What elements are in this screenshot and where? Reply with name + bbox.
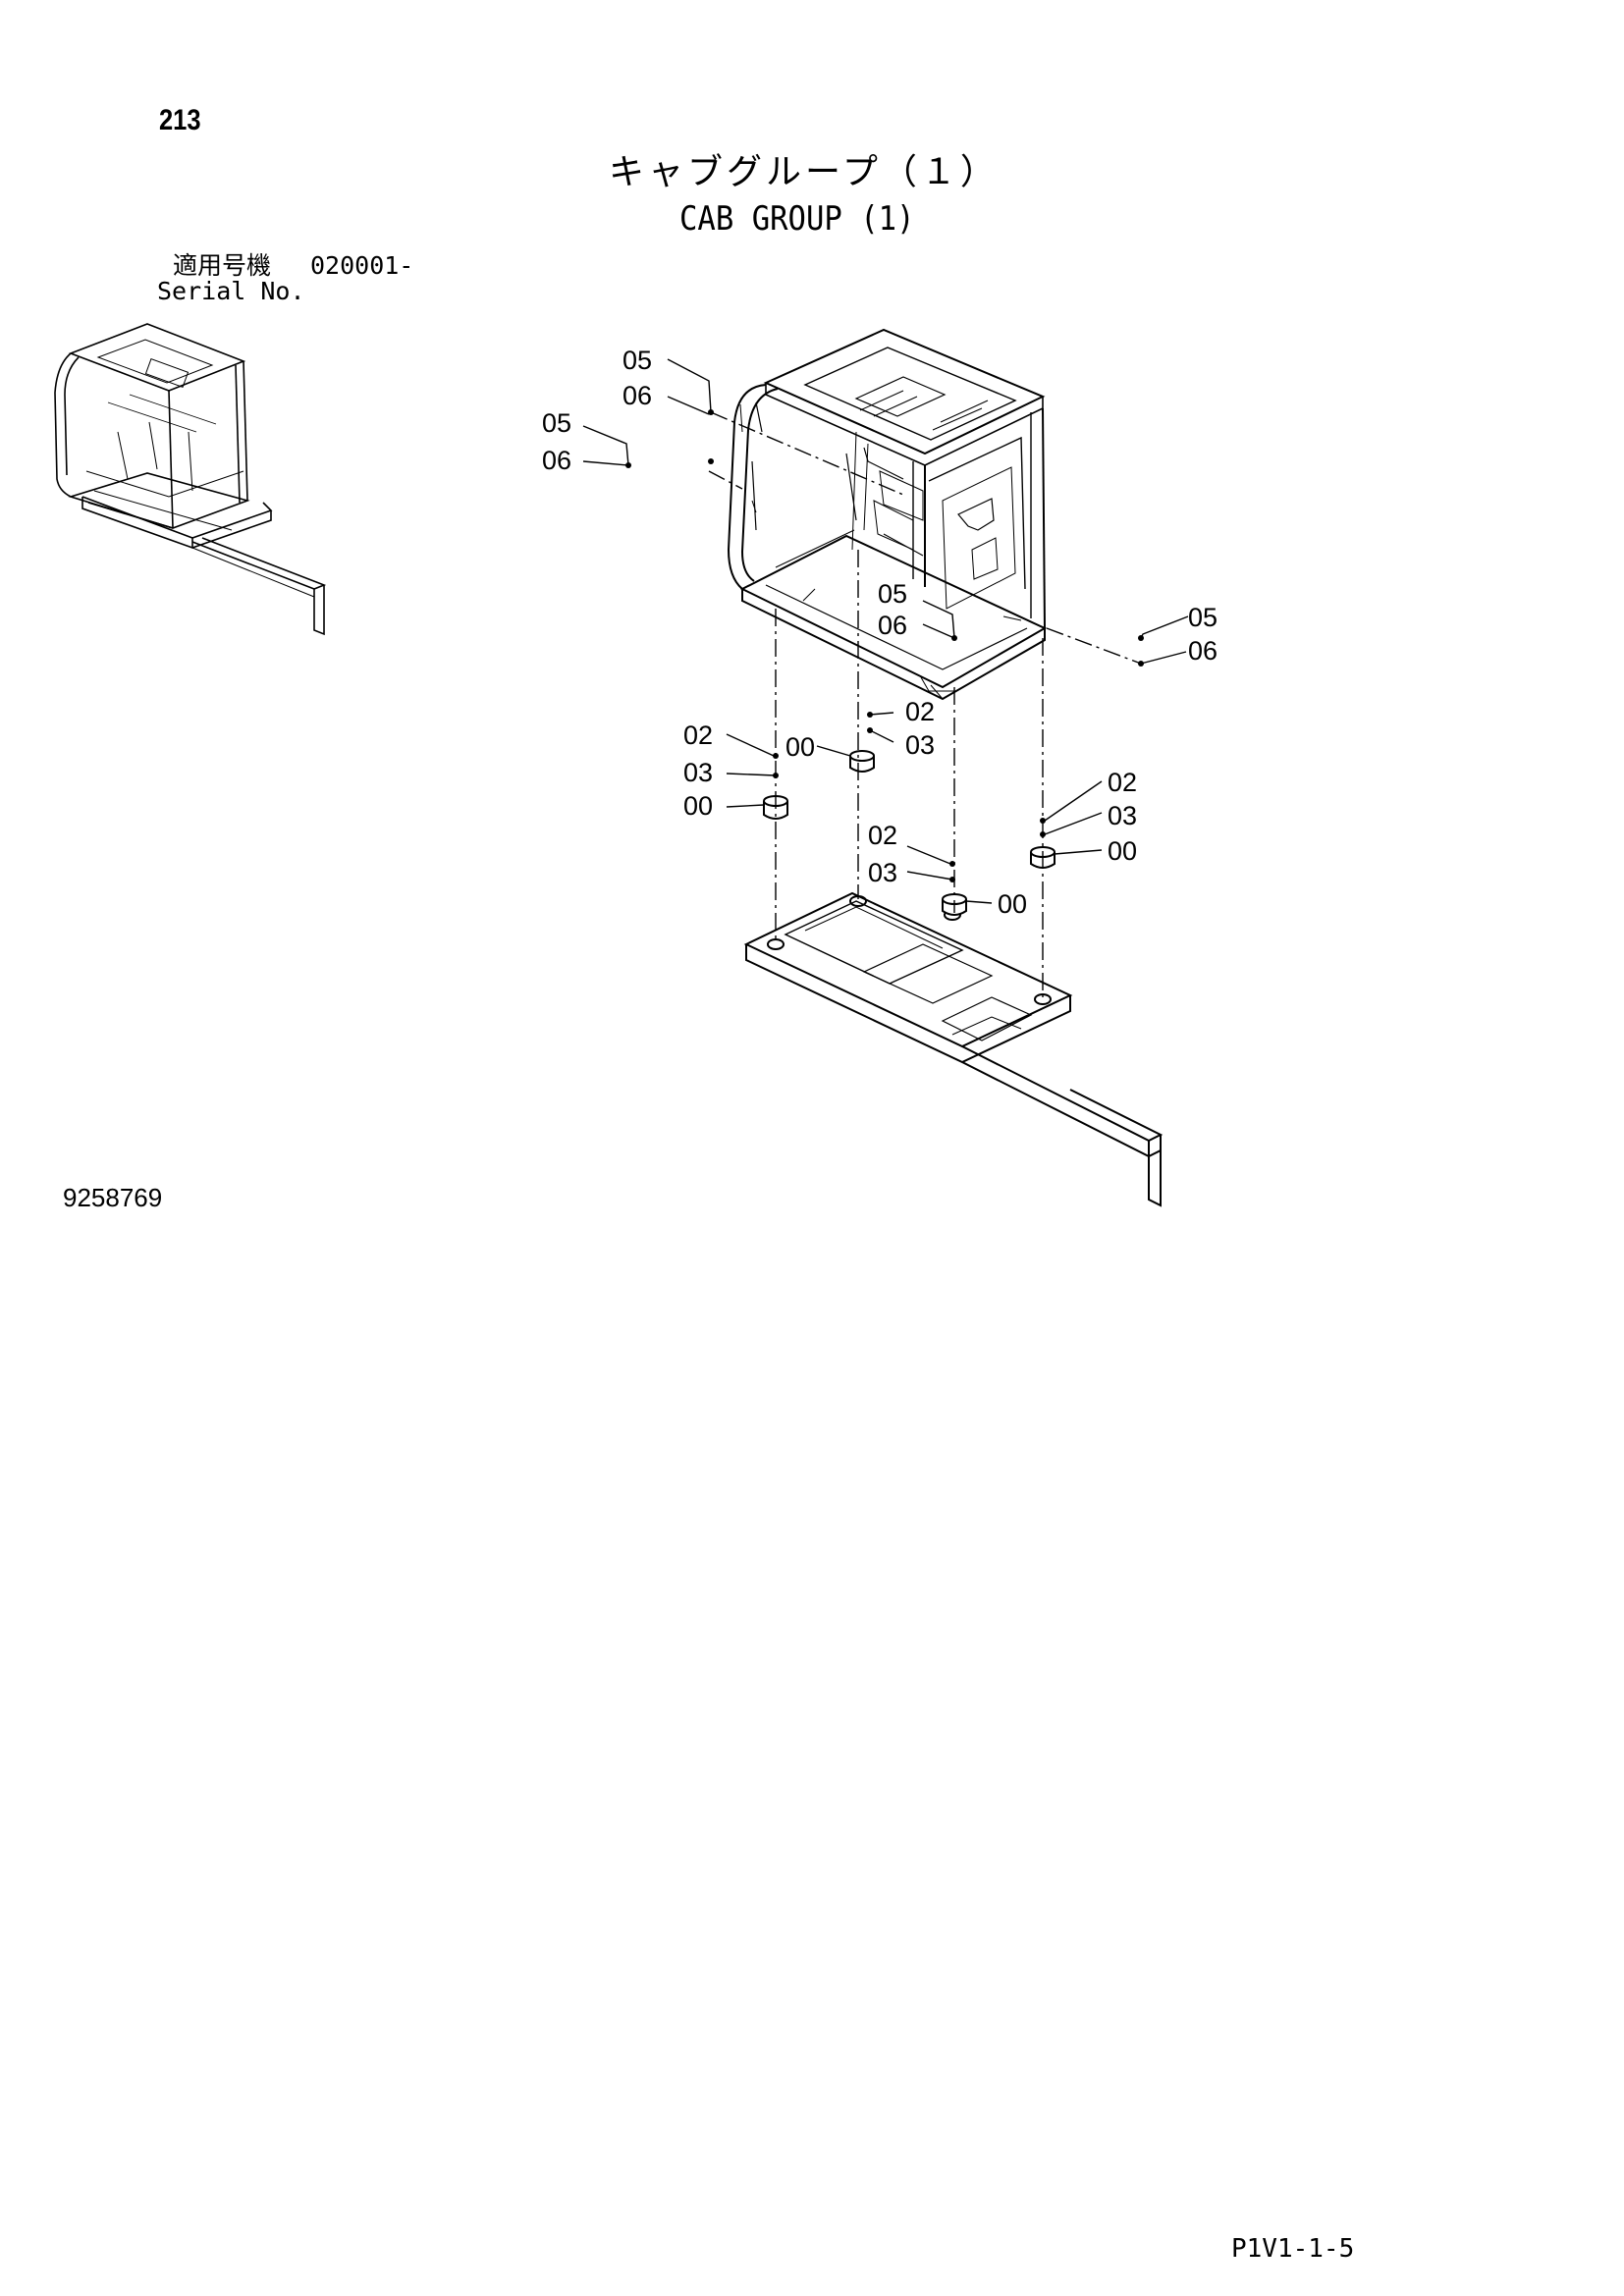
callout-label: 06 <box>878 611 907 640</box>
callout-label: 02 <box>868 821 897 850</box>
page-code: P1V1-1-5 <box>1231 2234 1355 2264</box>
callout-label: 05 <box>542 408 571 438</box>
callout-label: 05 <box>623 346 652 375</box>
callout-label: 05 <box>1188 603 1218 632</box>
page-title-english: CAB GROUP (1) <box>679 199 915 239</box>
callout-label: 03 <box>868 858 897 887</box>
callout-label: 06 <box>542 446 571 475</box>
callout-label: 02 <box>1108 768 1137 797</box>
callout-label: 03 <box>683 758 713 787</box>
callout-label: 03 <box>905 730 935 760</box>
callout-label: 05 <box>878 579 907 609</box>
callout-label: 02 <box>905 697 935 726</box>
callout-label: 00 <box>683 791 713 821</box>
callout-label: 06 <box>623 381 652 410</box>
callout-label: 00 <box>998 889 1027 919</box>
page-number: 213 <box>159 104 201 136</box>
drawing-number: 9258769 <box>63 1183 163 1212</box>
serial-number-value: 020001- <box>310 251 414 280</box>
page-title-japanese: キャブグループ（１） <box>609 152 1000 192</box>
callout-label: 06 <box>1188 636 1218 666</box>
callout-label: 00 <box>1108 836 1137 866</box>
callout-label: 02 <box>683 721 713 750</box>
serial-label-english: Serial No. <box>157 277 305 305</box>
callout-label: 00 <box>785 732 815 762</box>
callout-label: 03 <box>1108 801 1137 830</box>
serial-label-japanese: 適用号機 <box>173 251 272 280</box>
